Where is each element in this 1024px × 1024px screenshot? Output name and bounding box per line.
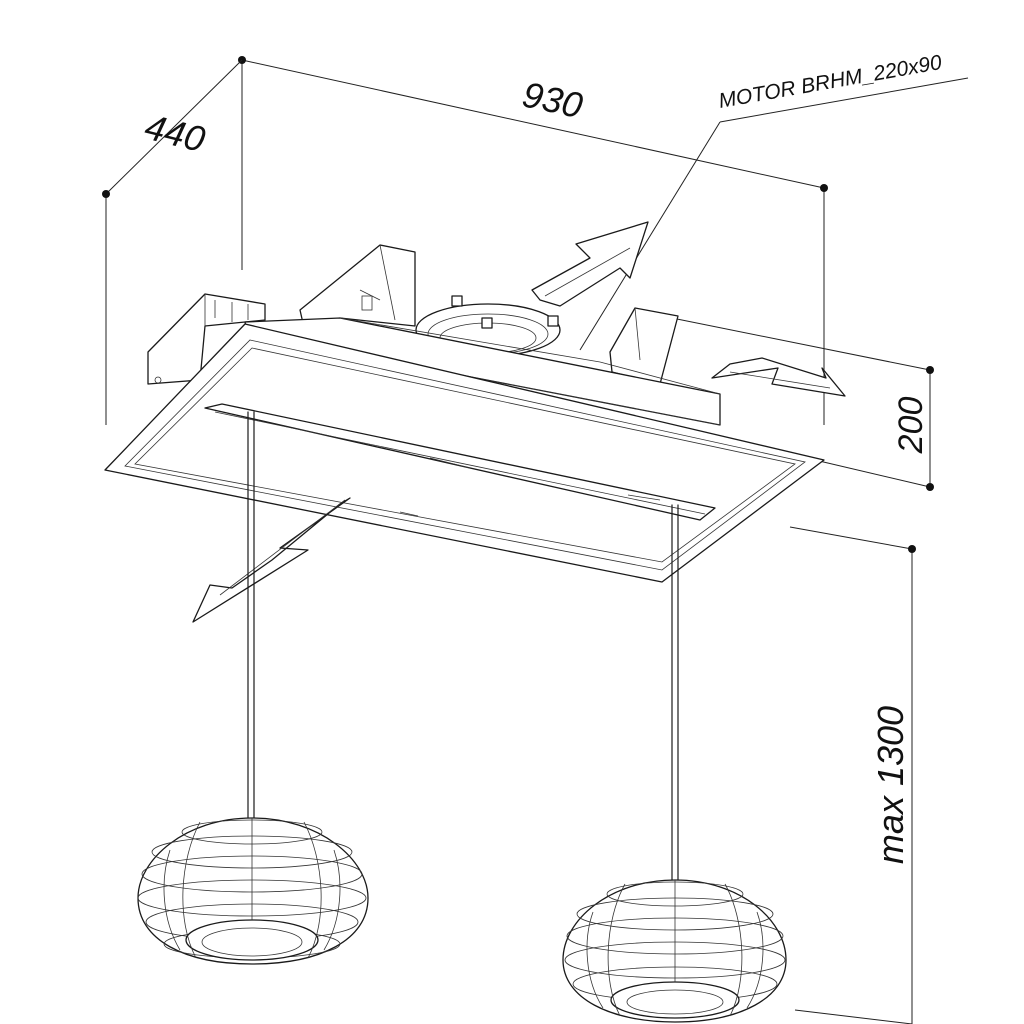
dimension-lines [102,56,969,1024]
hood-body [104,244,825,583]
dimension-depth-label: 440 [141,106,209,160]
pendant-lamp-right [562,879,787,1023]
suspension-cables [247,411,679,889]
motor-label: MOTOR BRHM_220x90 [717,51,944,113]
pendant-lamp-left [137,817,369,965]
dimension-width-label: 930 [519,73,586,126]
dimension-drop-label: max 1300 [870,706,911,864]
airflow-arrows [192,221,846,623]
dimension-height-label: 200 [892,397,930,455]
